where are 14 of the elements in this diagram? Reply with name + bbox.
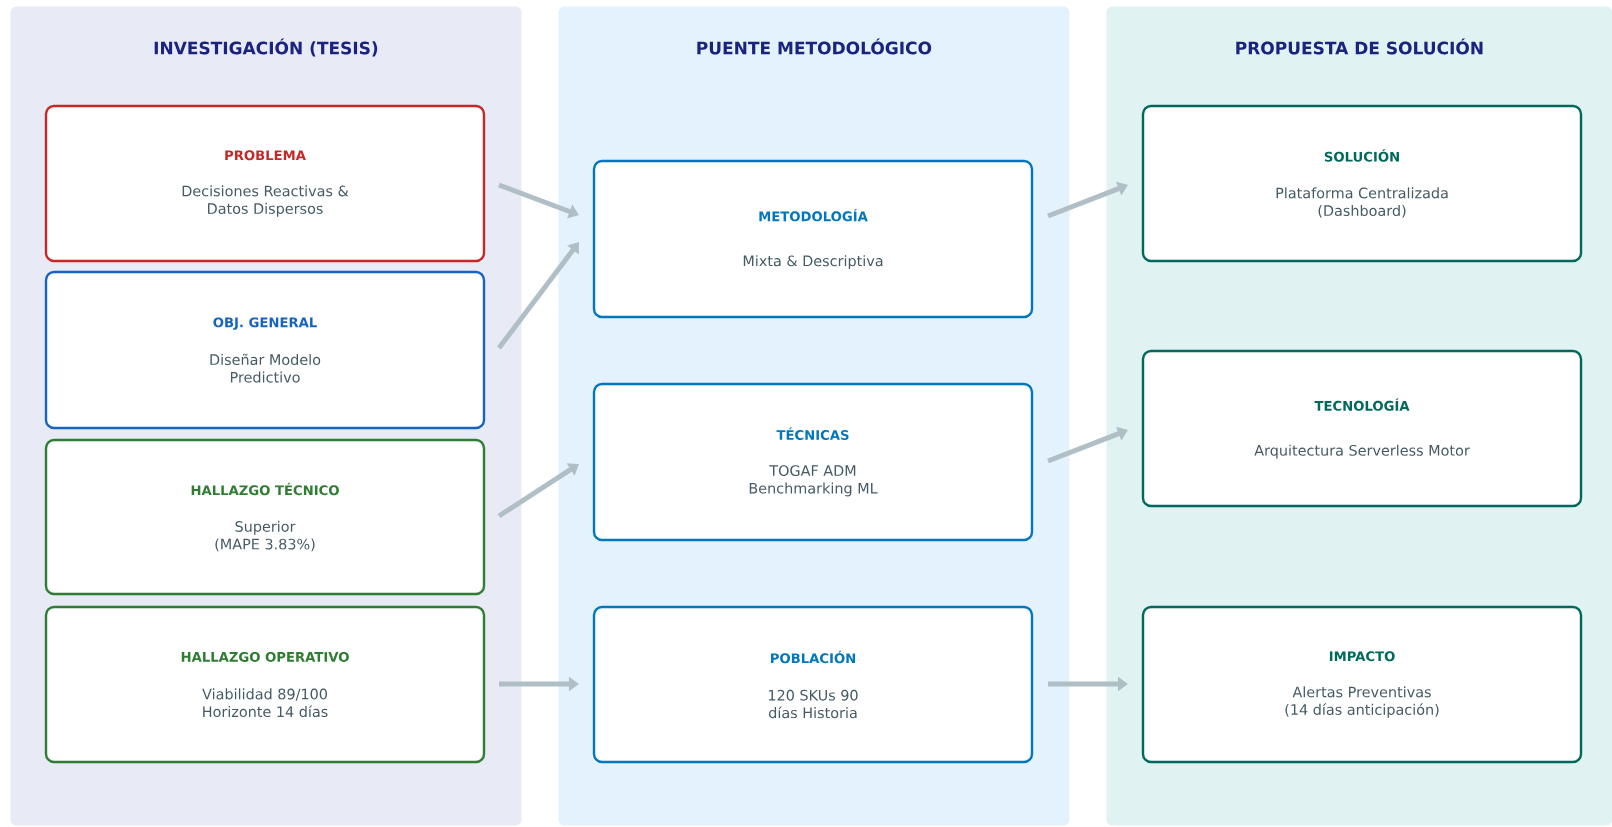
card: PROBLEMA Decisiones Reactivas & Datos Dispersos [44, 104, 486, 263]
arrow [497, 242, 579, 350]
card: IMPACTO Alertas Preventivas (14 días anticipación) [1141, 605, 1583, 764]
card: METODOLOGÍA Mixta & Descriptiva [592, 159, 1034, 319]
arrow [1047, 181, 1128, 219]
card: POBLACIÓN 120 SKUs 90 días Historia [592, 605, 1034, 764]
card: SOLUCIÓN Plataforma Centralizada (Dashboard) [1141, 104, 1583, 263]
card: TECNOLOGÍA Arquitectura Serverless Motor [1141, 349, 1583, 508]
card: OBJ. GENERAL Diseñar Modelo Predictivo [44, 270, 486, 430]
arrow [1047, 426, 1128, 464]
card: TÉCNICAS TOGAF ADM Benchmarking ML [592, 382, 1034, 542]
arrow [497, 463, 579, 519]
card: HALLAZGO TÉCNICO Superior (MAPE 3.83%) [44, 438, 486, 596]
card: HALLAZGO OPERATIVO Viabilidad 89/100 Horizonte 14 días [44, 605, 486, 764]
